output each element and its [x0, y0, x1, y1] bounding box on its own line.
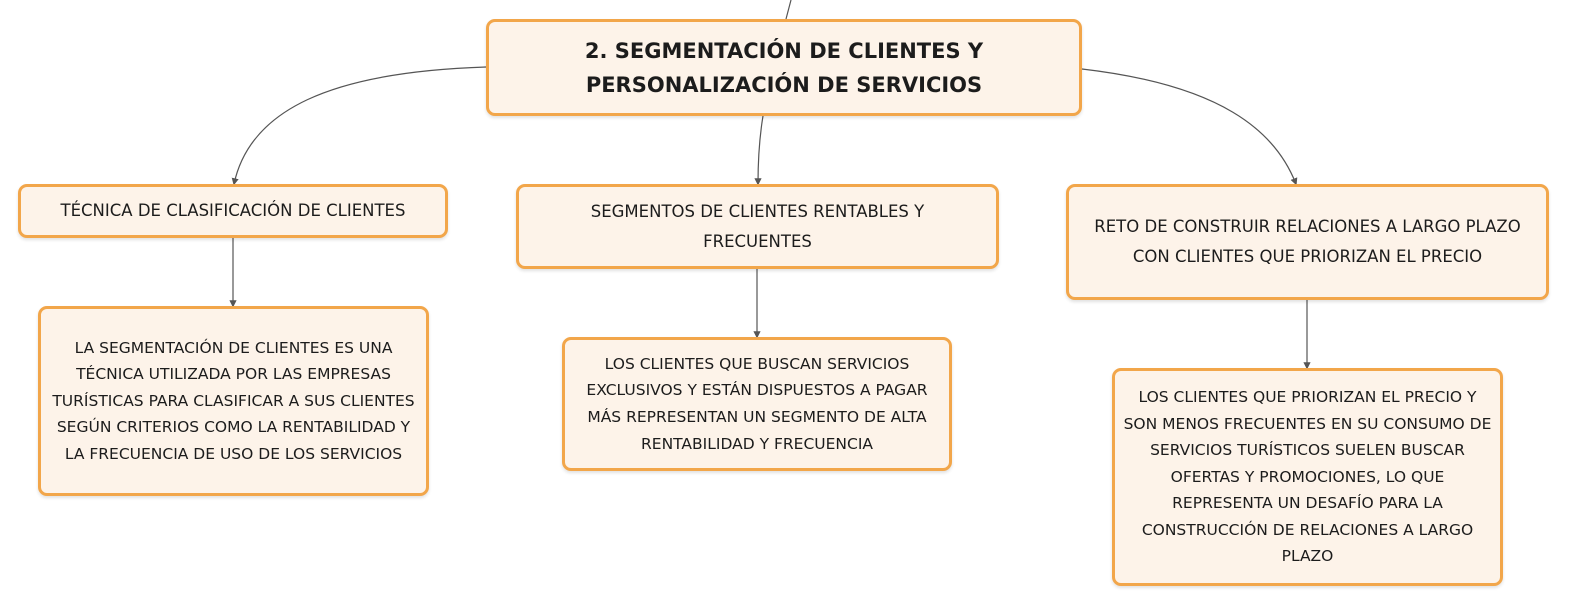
connector-root-to-branch-3: [1081, 68, 1298, 186]
detail-topic-text: LOS CLIENTES QUE PRIORIZAN EL PRECIO Y S…: [1123, 387, 1492, 566]
root-topic-label: 2. SEGMENTACIÓN DE CLIENTES Y PERSONALIZ…: [584, 38, 984, 97]
branch-topic-label: TÉCNICA DE CLASIFICACIÓN DE CLIENTES: [60, 201, 406, 220]
branch-topic-profitable-segments[interactable]: SEGMENTOS DE CLIENTES RENTABLES Y FRECUE…: [516, 184, 999, 269]
detail-topic-long-term-challenge[interactable]: LOS CLIENTES QUE PRIORIZAN EL PRECIO Y S…: [1112, 368, 1503, 586]
detail-topic-text: LOS CLIENTES QUE BUSCAN SERVICIOS EXCLUS…: [586, 354, 928, 453]
branch-topic-label: RETO DE CONSTRUIR RELACIONES A LARGO PLA…: [1094, 217, 1521, 266]
connector-root-to-branch-2: [754, 115, 764, 186]
branch-topic-classification[interactable]: TÉCNICA DE CLASIFICACIÓN DE CLIENTES: [18, 184, 448, 238]
root-topic[interactable]: 2. SEGMENTACIÓN DE CLIENTES Y PERSONALIZ…: [486, 19, 1082, 116]
detail-topic-text: LA SEGMENTACIÓN DE CLIENTES ES UNA TÉCNI…: [52, 338, 415, 463]
branch-topic-label: SEGMENTOS DE CLIENTES RENTABLES Y FRECUE…: [590, 201, 925, 251]
detail-topic-classification[interactable]: LA SEGMENTACIÓN DE CLIENTES ES UNA TÉCNI…: [38, 306, 429, 496]
detail-topic-profitable-segments[interactable]: LOS CLIENTES QUE BUSCAN SERVICIOS EXCLUS…: [562, 337, 952, 471]
connector-incoming-root: [785, 0, 792, 20]
connector-root-to-branch-1: [231, 66, 487, 186]
branch-topic-long-term-challenge[interactable]: RETO DE CONSTRUIR RELACIONES A LARGO PLA…: [1066, 184, 1549, 300]
